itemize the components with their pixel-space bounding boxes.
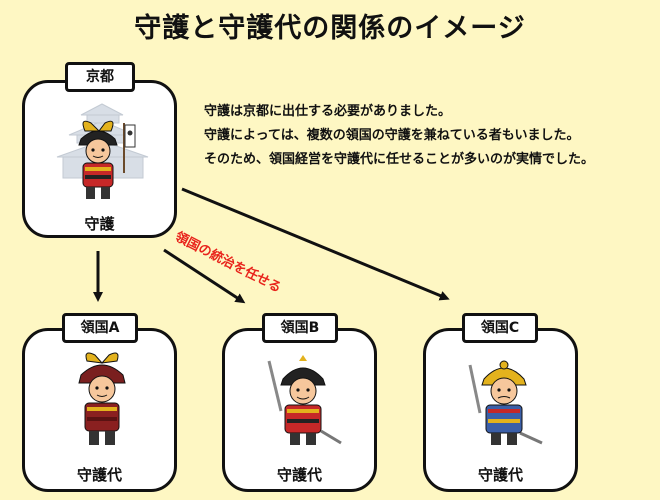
province-c-box: 守護代 — [423, 328, 578, 492]
province-b-tag: 領国B — [262, 313, 338, 343]
description-line: 守護は京都に出仕する必要がありました。 — [204, 104, 452, 119]
arrow-to-province-b — [163, 248, 246, 304]
samurai-shugodai-icon — [468, 360, 543, 445]
province-c-role-label: 守護代 — [477, 466, 523, 484]
kyoto-role-label: 守護 — [84, 215, 115, 233]
description-line: 守護によっては、複数の領国の守護を兼ねている者もいました。 — [204, 128, 580, 143]
province-a-tag: 領国A — [62, 313, 138, 343]
samurai-shugo-icon — [78, 120, 136, 199]
province-a-role-label: 守護代 — [76, 466, 122, 484]
province-b-role-label: 守護代 — [276, 466, 322, 484]
description-line: そのため、領国経営を守護代に任せることが多いのが実情でした。 — [204, 152, 595, 167]
kyoto-tag: 京都 — [65, 62, 135, 92]
page-title: 守護と守護代の関係のイメージ — [134, 13, 526, 44]
province-b-box: 守護代 — [222, 328, 377, 492]
samurai-shugodai-icon — [267, 355, 342, 445]
samurai-shugodai-icon — [78, 352, 126, 445]
province-a-box: 守護代 — [22, 328, 177, 492]
kyoto-box: 守護 — [22, 80, 177, 238]
description-text: 守護は京都に出仕する必要がありました。 守護によっては、複数の領国の守護を兼ねて… — [204, 100, 594, 172]
province-c-tag: 領国C — [462, 313, 538, 343]
arrow-to-province-c — [181, 187, 450, 301]
